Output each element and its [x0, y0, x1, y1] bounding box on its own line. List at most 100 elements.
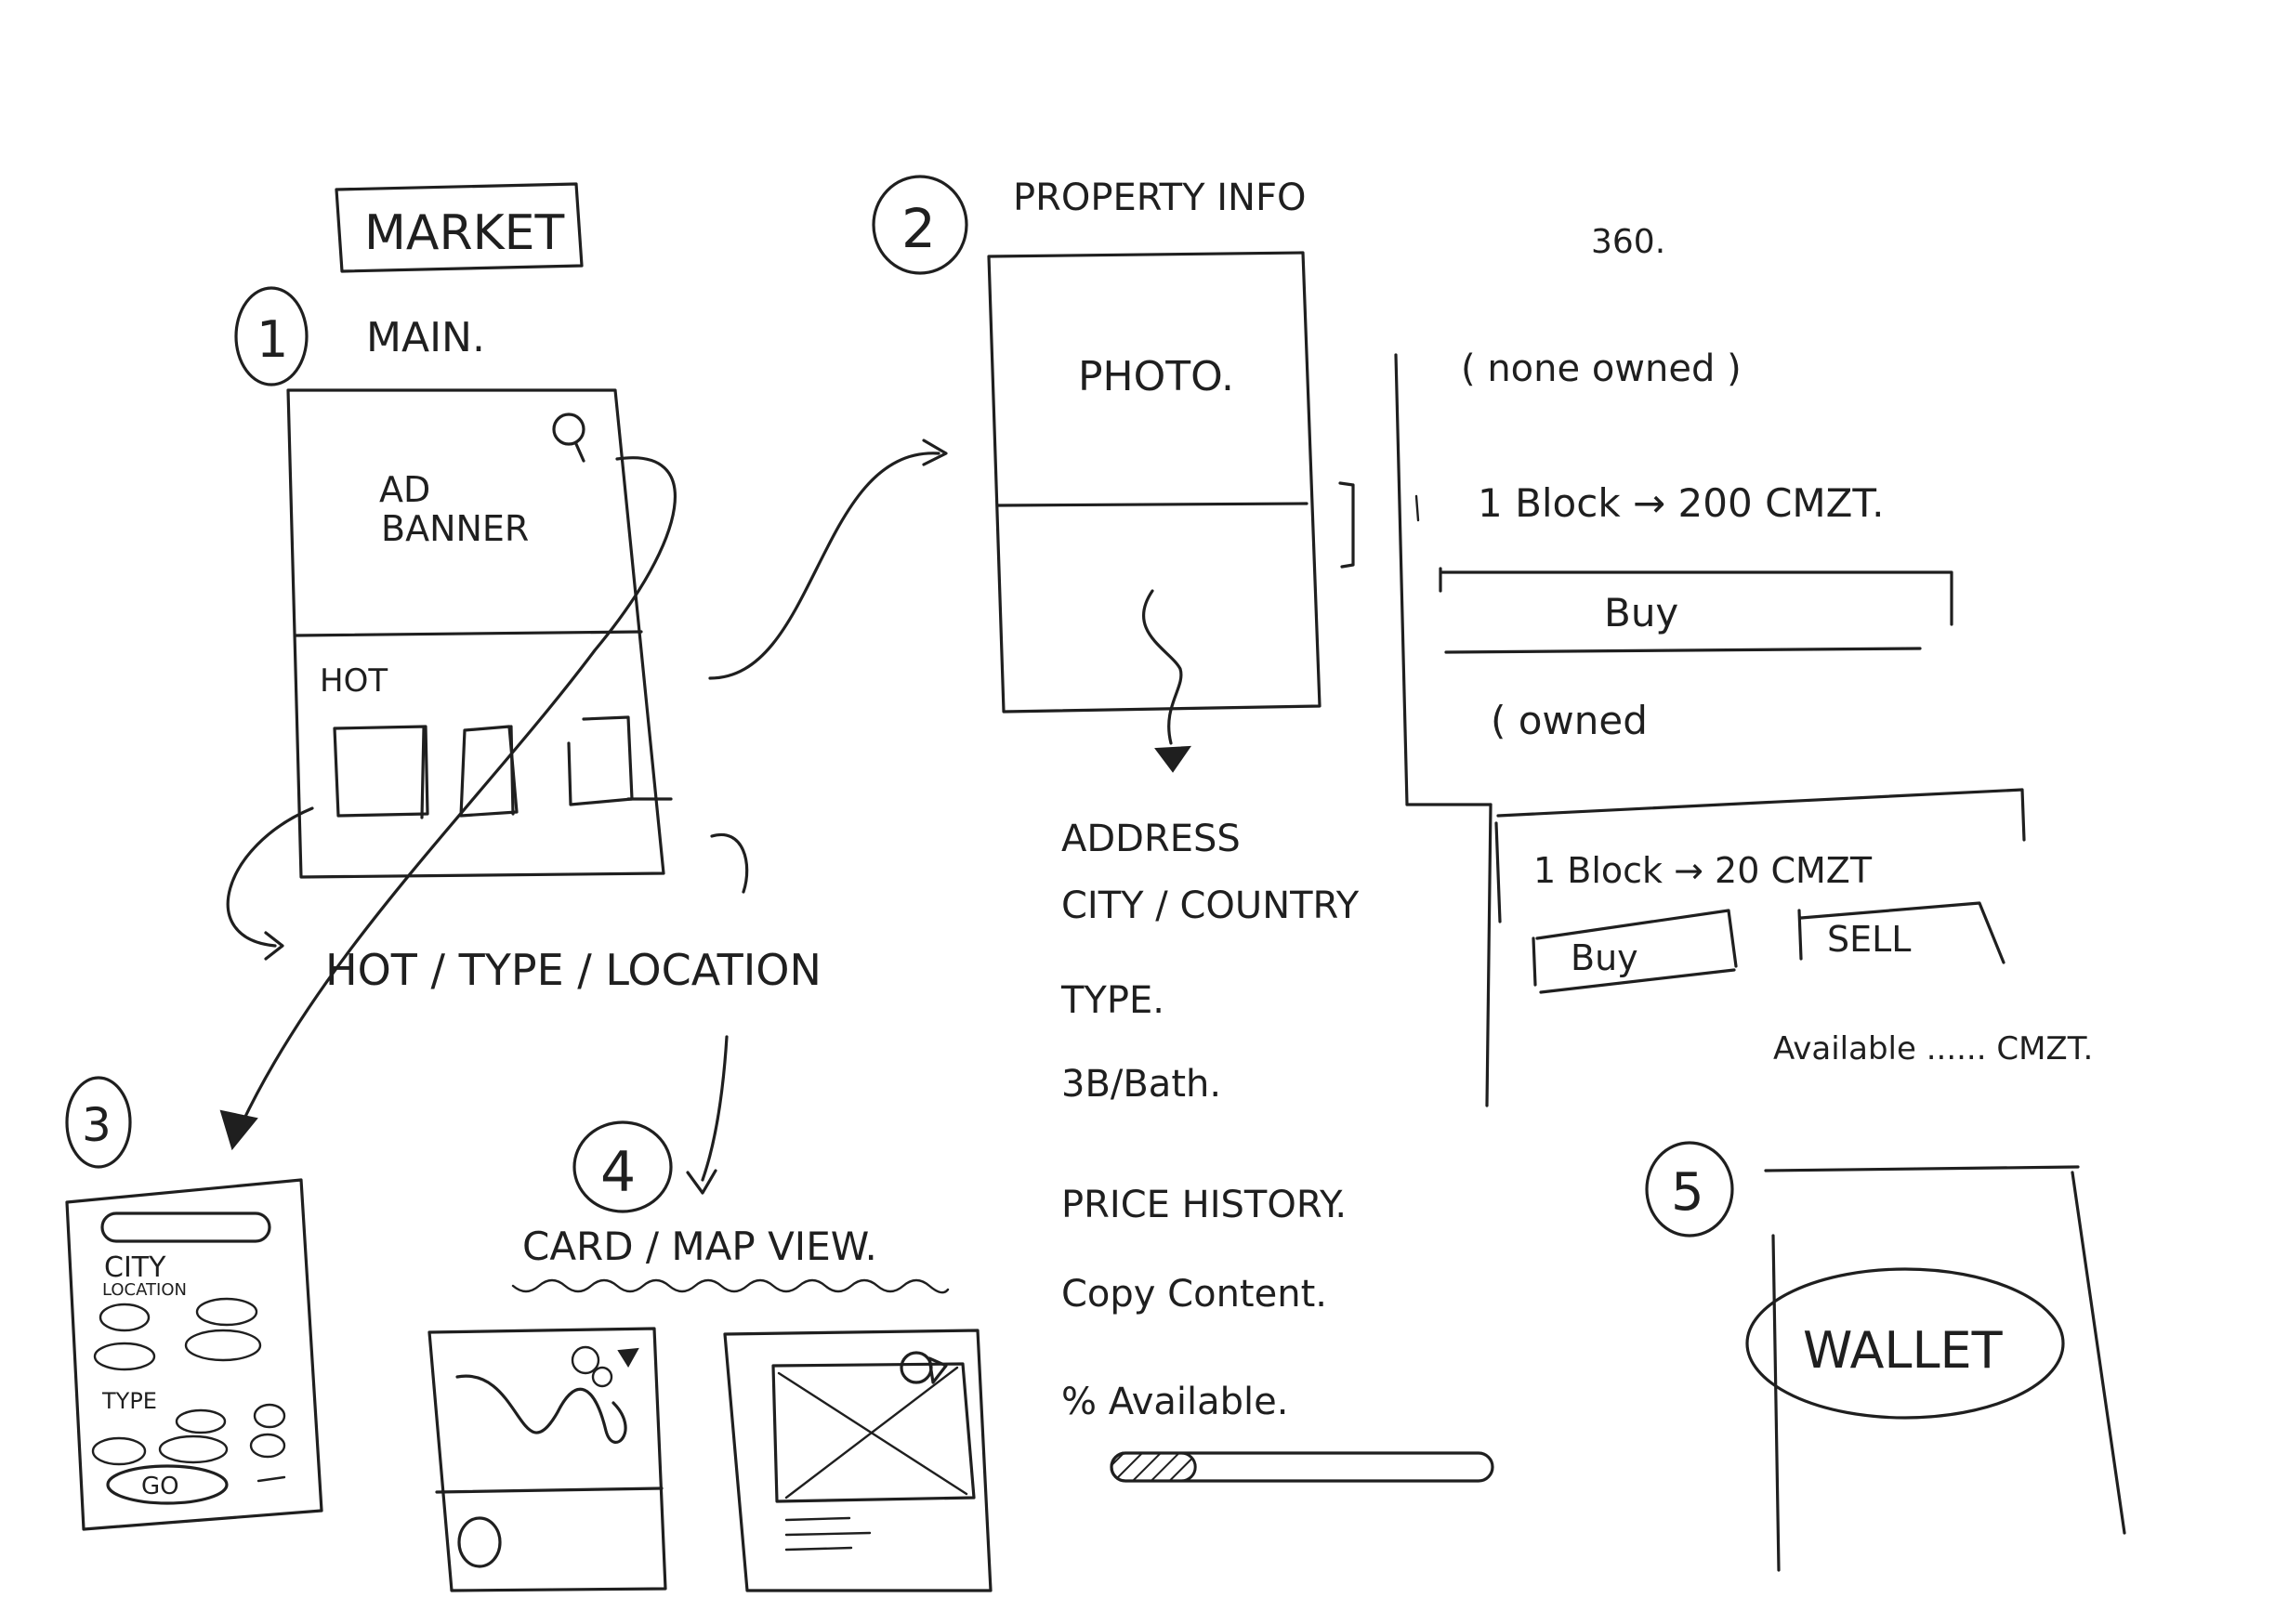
- ad-banner[interactable]: AD BANNER: [379, 469, 529, 549]
- filter-chip[interactable]: [91, 1436, 147, 1466]
- search-icon[interactable]: [552, 413, 585, 463]
- filter-chip[interactable]: [253, 1403, 286, 1429]
- detail-item: PRICE HISTORY.: [1061, 1184, 1347, 1226]
- bracket-mark: [710, 832, 749, 894]
- section-3-number: 3: [82, 1098, 112, 1152]
- main-label: MAIN.: [366, 314, 485, 361]
- section-2-number: 2: [901, 197, 936, 260]
- main-screen-frame: [286, 388, 665, 879]
- go-button[interactable]: GO: [106, 1464, 229, 1505]
- market-title: MARKET: [364, 205, 565, 261]
- detail-item: % Available.: [1061, 1381, 1289, 1423]
- property-screen-divider: [996, 502, 1308, 507]
- none-owned-label: ( none owned ): [1461, 347, 1742, 390]
- hot-card-list: [333, 715, 634, 819]
- section-4-number: 4: [600, 1140, 636, 1205]
- ad-banner-line-1: AD: [379, 469, 430, 510]
- card-view-frame: [427, 1327, 667, 1592]
- arrow-icon: [686, 1035, 729, 1195]
- arrow-icon: [708, 439, 948, 680]
- go-button-label: GO: [141, 1473, 179, 1500]
- filter-link[interactable]: [256, 1475, 286, 1483]
- avatar: [457, 1516, 502, 1568]
- view-360-label[interactable]: 360.: [1591, 223, 1665, 261]
- property-info-label: PROPERTY INFO: [1013, 177, 1306, 219]
- state-divider: [1485, 803, 1493, 1107]
- filter-chip[interactable]: [99, 1303, 151, 1332]
- filter-screen-frame: [65, 1178, 323, 1531]
- map-view-wireframe: [723, 1329, 993, 1592]
- state-owned: ( owned 1 Block → 20 CMZT Buy SELL Avail…: [1491, 698, 2093, 1067]
- hot-card[interactable]: [567, 715, 634, 806]
- section-wallet: 5 WALLET: [1645, 1141, 2126, 1572]
- arrow-icon: [1142, 589, 1191, 773]
- city-label: CITY: [104, 1251, 166, 1284]
- section-1-number: 1: [256, 310, 288, 369]
- map-view-frame: [723, 1329, 993, 1592]
- type-label: TYPE: [101, 1388, 157, 1414]
- main-screen-divider: [294, 630, 643, 637]
- views-label: CARD / MAP VIEW.: [522, 1224, 877, 1269]
- filter-chip[interactable]: [195, 1297, 258, 1327]
- sell-button[interactable]: SELL: [1797, 901, 2005, 964]
- section-views: 4 CARD / MAP VIEW.: [427, 1120, 993, 1592]
- detail-item: ADDRESS: [1061, 818, 1241, 860]
- section-main: 1 MAIN. AD BANNER HOT HOT / TYPE / LOCAT…: [234, 286, 822, 995]
- arrow-icon: [219, 456, 677, 1151]
- section-property: 2 PROPERTY INFO 360. PHOTO. ADDRESS CITY…: [872, 175, 2093, 1483]
- filter-chip[interactable]: [175, 1408, 227, 1434]
- photo-label: PHOTO.: [1078, 353, 1234, 400]
- sell-button-label: SELL: [1827, 919, 1911, 960]
- detail-item: TYPE.: [1060, 979, 1164, 1022]
- buy-button-label: Buy: [1571, 937, 1638, 978]
- map-pin-icon[interactable]: [900, 1351, 948, 1384]
- filter-search-input[interactable]: [100, 1211, 271, 1243]
- placeholder-image-icon: [771, 1362, 976, 1503]
- buy-button-label: Buy: [1604, 590, 1678, 635]
- hot-label: HOT: [320, 662, 388, 700]
- card-view-wireframe: [427, 1327, 667, 1592]
- location-label: LOCATION: [102, 1280, 187, 1300]
- none-owned-price: 1 Block → 200 CMZT.: [1478, 480, 1884, 526]
- filter-chip[interactable]: [158, 1434, 229, 1464]
- owned-price: 1 Block → 20 CMZT: [1533, 850, 1873, 891]
- owned-card-edge: [1496, 788, 2026, 842]
- state-none-owned: ( none owned ) 1 Block → 200 CMZT. Buy: [1414, 347, 1953, 654]
- available-label: Available ...... CMZT.: [1773, 1030, 2093, 1067]
- ad-banner-line-2: BANNER: [381, 508, 529, 549]
- market-title-box: MARKET: [335, 182, 584, 273]
- map-pin-icon[interactable]: [571, 1345, 639, 1388]
- section-3-circle: [65, 1076, 132, 1169]
- map-route-line: [455, 1374, 627, 1444]
- availability-progress-bar: [1110, 1451, 1494, 1483]
- wallet-button[interactable]: WALLET: [1745, 1267, 2065, 1420]
- buy-button[interactable]: Buy: [1439, 567, 1953, 654]
- filter-chip[interactable]: [249, 1433, 286, 1459]
- hot-card[interactable]: [459, 725, 519, 818]
- property-details-list: ADDRESS CITY / COUNTRY TYPE. 3B/Bath. PR…: [1060, 818, 1360, 1423]
- state-divider: [1394, 353, 1409, 806]
- buy-button[interactable]: Buy: [1532, 909, 1738, 994]
- property-screen-frame: [987, 251, 1322, 714]
- filter-caption: HOT / TYPE / LOCATION: [325, 945, 822, 995]
- filter-chip[interactable]: [93, 1342, 156, 1371]
- section-5-number: 5: [1671, 1162, 1704, 1223]
- section-5-circle: [1645, 1141, 1734, 1238]
- filter-chip[interactable]: [184, 1329, 262, 1362]
- detail-item: CITY / COUNTRY: [1061, 884, 1360, 927]
- arrow-icon: [226, 806, 314, 961]
- section-4-circle: [572, 1120, 673, 1213]
- owned-label: ( owned: [1491, 698, 1648, 743]
- bracket-mark: [1338, 481, 1355, 569]
- detail-item: 3B/Bath.: [1061, 1063, 1221, 1106]
- section-2-circle: [872, 175, 968, 275]
- wallet-label: WALLET: [1803, 1321, 2004, 1380]
- section-1-circle: [234, 286, 309, 386]
- progress-fill: [1110, 1451, 1197, 1483]
- section-filter: 3 CITY LOCATION TYPE GO: [65, 1076, 323, 1531]
- views-underline: [511, 1278, 950, 1294]
- hot-card[interactable]: [333, 725, 429, 818]
- detail-item: Copy Content.: [1061, 1273, 1327, 1316]
